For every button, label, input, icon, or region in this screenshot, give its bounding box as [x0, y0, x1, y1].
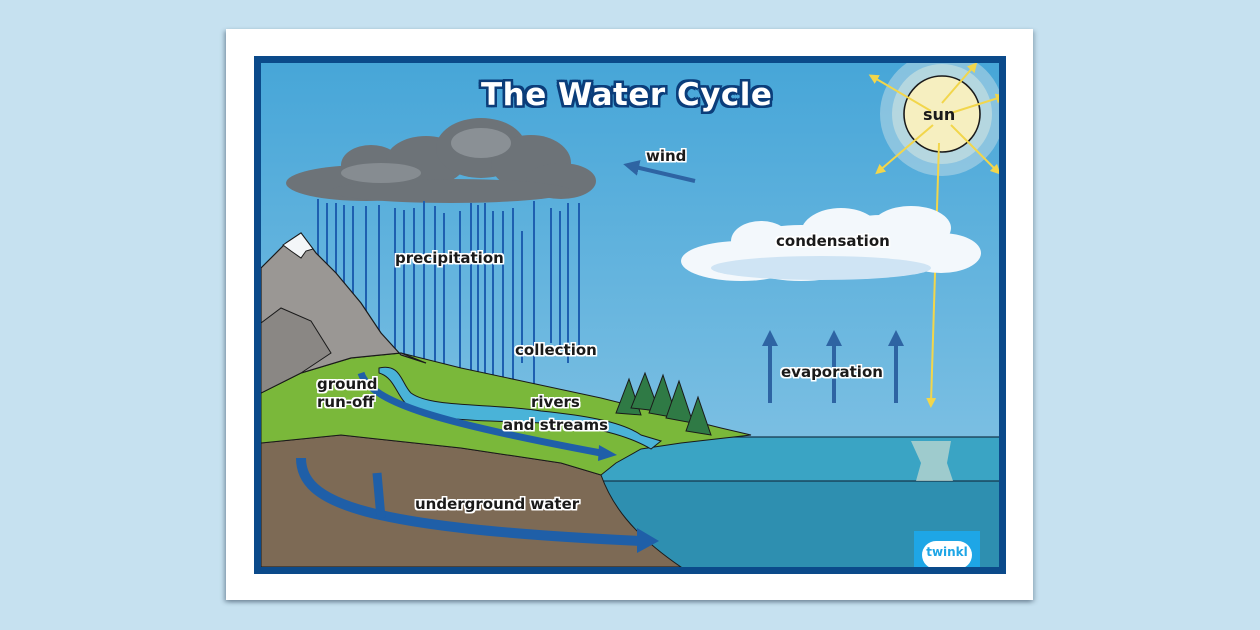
logo-cloud-icon — [922, 541, 972, 567]
twinkl-logo: twinkl — [914, 531, 980, 567]
underground-arrow-icon — [296, 457, 642, 546]
collection-label: collection — [515, 341, 597, 359]
rain-cloud-icon — [286, 118, 596, 203]
rivers-label-2: and streams — [503, 416, 609, 434]
mountain-icon — [261, 232, 427, 394]
pine-trees-icon — [615, 371, 712, 436]
evaporation-arrows — [762, 330, 904, 403]
condensation-label: condensation — [776, 232, 890, 250]
poster-canvas: The Water Cycle sun wind condensation pr… — [261, 63, 999, 567]
sun-icon — [868, 63, 999, 408]
cloud-icon — [681, 206, 981, 281]
water-cycle-poster: The Water Cycle sun wind condensation pr… — [254, 56, 1006, 574]
sun-label: sun — [923, 105, 956, 124]
precipitation-label: precipitation — [395, 249, 504, 267]
logo-text: twinkl — [926, 545, 968, 559]
rivers-label-1: rivers — [531, 393, 580, 411]
water-cycle-scene — [261, 63, 999, 567]
ground-runoff-label-1: ground — [317, 375, 378, 393]
poster-title: The Water Cycle — [481, 77, 773, 113]
evaporation-label: evaporation — [781, 363, 883, 381]
underground-water-label: underground water — [415, 495, 580, 513]
wind-label: wind — [646, 147, 687, 165]
wind-arrow-icon — [623, 160, 696, 183]
runoff-arrow-icon — [357, 371, 602, 457]
ground-runoff-label-2: run-off — [317, 393, 375, 411]
